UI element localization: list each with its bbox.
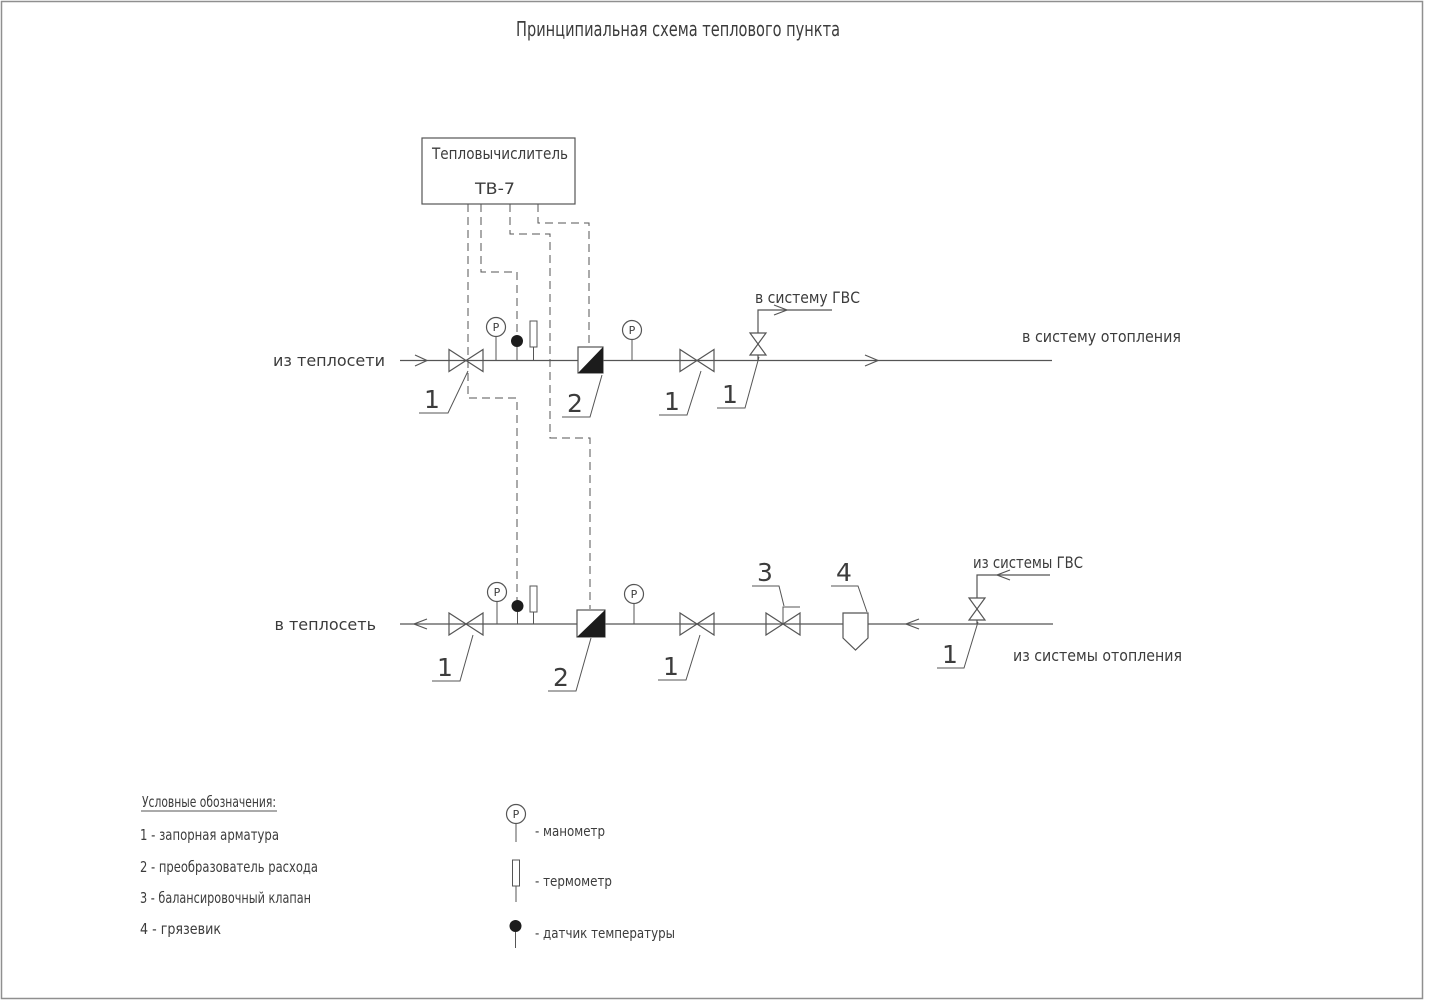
shutoff-valve-icon — [448, 348, 484, 373]
svg-text:1: 1 — [437, 653, 453, 682]
legend-manometer-label: - манометр — [535, 824, 605, 840]
callout-shutoff: 1 — [658, 634, 701, 681]
legend-manometer: P - манометр — [505, 803, 605, 842]
heat-calculator-box — [421, 137, 576, 205]
svg-text:1: 1 — [942, 640, 958, 669]
pressure-gauge-icon — [505, 803, 527, 825]
svg-text:2: 2 — [567, 389, 583, 418]
wire-return-temp-sensor — [467, 204, 518, 600]
pressure-gauge-icon: P — [623, 583, 645, 624]
supply-from-label: из теплосети — [273, 351, 385, 370]
thermometer-icon — [529, 585, 538, 624]
callout-strainer: 4 — [831, 558, 868, 613]
flow-arrow-icon — [773, 304, 789, 316]
temperature-sensor-icon — [511, 335, 523, 361]
callout-shutoff: 1 — [419, 370, 469, 414]
svg-text:1: 1 — [424, 385, 440, 414]
wire-supply-flow-transducer — [537, 204, 590, 346]
callout-shutoff: 1 — [659, 370, 702, 416]
callout-shutoff: 1 — [937, 621, 979, 669]
legend-thermometer-label: - термометр — [535, 874, 612, 890]
pressure-gauge-icon: P — [485, 316, 507, 361]
heat-calculator-name: Тепловычислитель — [431, 144, 568, 163]
gauge-letter: P — [631, 588, 638, 601]
gauge-letter: P — [494, 586, 501, 599]
legend-header: Условные обозначения: — [142, 793, 276, 811]
flow-arrow-icon — [904, 618, 920, 630]
drawing-title: Принципиальная схема теплового пункта — [516, 17, 840, 41]
flow-transducer-icon — [577, 346, 604, 374]
wire-supply-temp-sensor — [480, 204, 518, 335]
callout-shutoff: 1 — [432, 634, 474, 682]
dhw-supply-branch: в систему ГВС — [748, 288, 860, 361]
callout-flow-transducer: 2 — [562, 374, 603, 418]
return-to-label: в теплосеть — [274, 615, 376, 634]
shutoff-valve-vertical-icon — [748, 332, 768, 356]
callout-balancing-valve: 3 — [752, 558, 785, 607]
shutoff-valve-icon — [448, 611, 484, 637]
svg-text:3: 3 — [757, 558, 773, 587]
signal-wires — [467, 204, 591, 609]
svg-text:4: 4 — [836, 558, 852, 587]
temperature-sensor-icon — [509, 920, 522, 932]
svg-text:2: 2 — [553, 663, 569, 692]
gauge-letter: P — [513, 808, 520, 821]
legend-thermometer: - термометр — [512, 859, 612, 902]
return-pipeline: в теплосеть P — [274, 553, 1182, 692]
shutoff-valve-icon — [679, 611, 715, 637]
flow-arrow-icon — [414, 354, 429, 367]
pressure-gauge-icon: P — [486, 581, 508, 624]
return-from-dhw-label: из системы ГВС — [973, 553, 1083, 572]
flow-arrow-icon — [412, 618, 428, 630]
shutoff-valve-vertical-icon — [967, 597, 987, 621]
flow-transducer-icon — [576, 609, 606, 638]
callout-shutoff: 1 — [717, 356, 760, 409]
dhw-return-branch: из системы ГВС — [967, 553, 1083, 624]
supply-to-dhw-label: в систему ГВС — [755, 288, 860, 307]
thermometer-icon — [529, 320, 538, 361]
gauge-letter: P — [629, 324, 636, 337]
legend-item-balancing-valve: 3 - балансировочный клапан — [140, 889, 311, 907]
heat-calculator: Тепловычислитель ТВ-7 — [421, 137, 576, 205]
svg-text:1: 1 — [664, 387, 680, 416]
legend-temp-sensor-label: - датчик температуры — [535, 926, 675, 942]
dhw-branch-line — [976, 574, 1050, 624]
thermometer-icon — [512, 859, 520, 887]
wire-return-flow-transducer — [509, 204, 591, 609]
heat-calculator-model: ТВ-7 — [474, 179, 515, 198]
legend-item-shutoff: 1 - запорная арматура — [140, 826, 279, 844]
callout-flow-transducer: 2 — [548, 637, 592, 692]
supply-pipeline: из теплосети P — [273, 288, 1181, 418]
gauge-letter: P — [493, 321, 500, 334]
legend-item-strainer: 4 - грязевик — [140, 920, 221, 938]
supply-to-heating-label: в систему отопления — [1022, 327, 1181, 346]
flow-arrow-icon — [864, 354, 880, 367]
legend: Условные обозначения: 1 - запорная армат… — [140, 793, 675, 948]
legend-item-flow-transducer: 2 - преобразователь расхода — [140, 858, 318, 876]
balancing-valve-icon — [765, 606, 801, 637]
strainer-icon — [842, 612, 869, 651]
shutoff-valve-icon — [679, 348, 715, 373]
svg-text:1: 1 — [722, 380, 738, 409]
flow-arrow-icon — [995, 569, 1011, 581]
legend-temp-sensor: - датчик температуры — [509, 920, 675, 948]
temperature-sensor-icon — [511, 600, 524, 624]
return-from-heating-label: из системы отопления — [1013, 646, 1182, 665]
pressure-gauge-icon: P — [621, 319, 643, 361]
dhw-branch-line — [757, 309, 832, 361]
svg-text:1: 1 — [663, 652, 679, 681]
